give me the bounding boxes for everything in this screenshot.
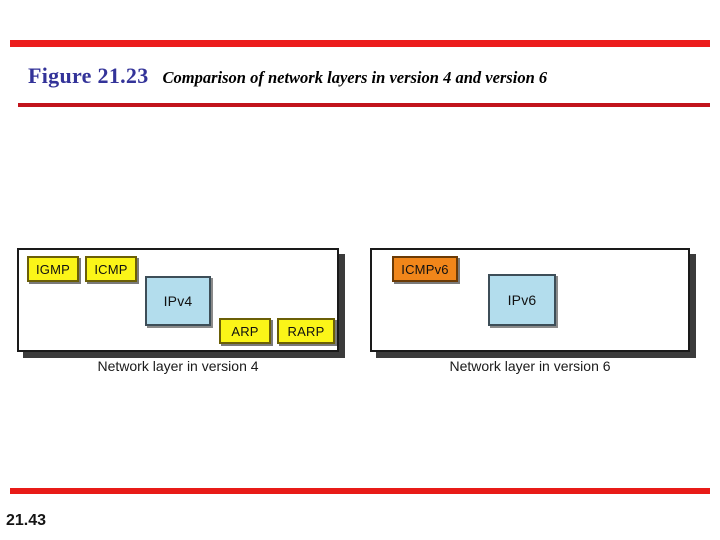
figure-caption-text: Comparison of network layers in version … — [162, 68, 548, 87]
panel-caption-v6: Network layer in version 6 — [449, 358, 611, 374]
panel-caption-v4: Network layer in version 4 — [97, 358, 259, 374]
figure-title-row: Figure 21.23 Comparison of network layer… — [28, 63, 547, 89]
protocol-box-icmp: ICMP — [85, 256, 137, 282]
figure-number-label: Figure 21.23 — [28, 63, 149, 88]
protocol-box-ipv6: IPv6 — [488, 274, 556, 326]
bottom-red-rule — [10, 488, 710, 494]
protocol-box-ipv4: IPv4 — [145, 276, 211, 326]
protocol-box-igmp: IGMP — [27, 256, 79, 282]
protocol-box-icmpv6: ICMPv6 — [392, 256, 458, 282]
top-red-rule — [10, 40, 710, 47]
protocol-box-arp: ARP — [219, 318, 271, 344]
title-underline-rule — [18, 103, 710, 107]
page-number: 21.43 — [6, 512, 47, 529]
protocol-box-rarp: RARP — [277, 318, 335, 344]
